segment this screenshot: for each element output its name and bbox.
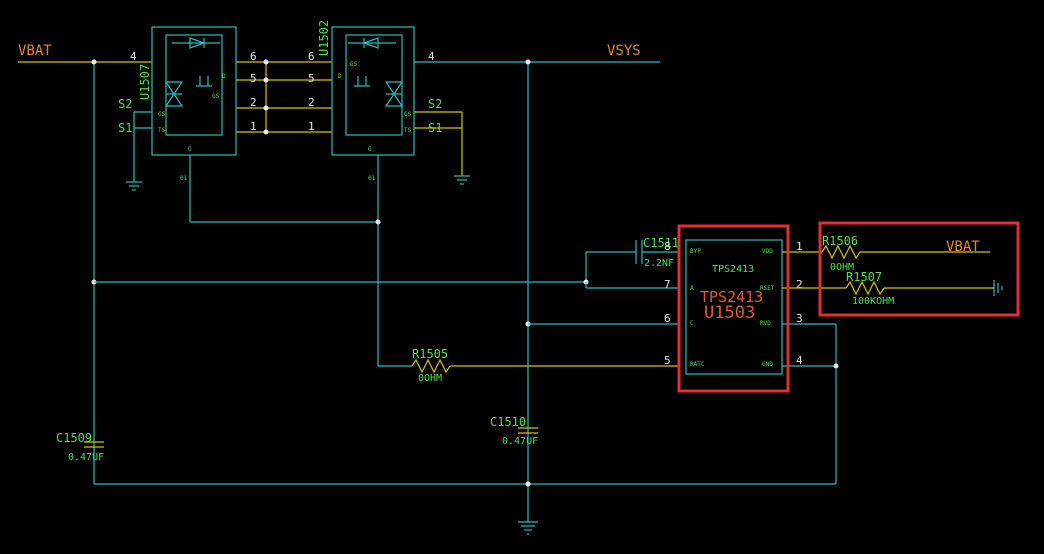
u1502-mosfet: GS GS TS G D U1502 xyxy=(317,20,415,156)
c1509-capacitor xyxy=(84,441,104,448)
c1510-capacitor xyxy=(518,427,538,434)
u1507-ref: U1507 xyxy=(138,64,152,100)
u1507-s1: S1 xyxy=(118,121,132,135)
u1502-ts-label: TS xyxy=(404,127,412,134)
r1505-ref: R1505 xyxy=(412,347,448,361)
r1506-ref: R1506 xyxy=(822,234,858,248)
c1511-capacitor xyxy=(635,240,680,264)
vsys-net-label: VSYS xyxy=(607,43,641,59)
u1507-pin2: 2 xyxy=(250,96,257,109)
r1507-resistor xyxy=(845,280,885,296)
u1507-d-label: D xyxy=(222,73,226,80)
u1503-pin8: 8 xyxy=(664,240,671,253)
u1503-ic xyxy=(685,239,783,375)
u1502-d-label: D xyxy=(338,73,342,80)
c1510-ref: C1510 xyxy=(490,415,526,429)
u1507-pin5: 5 xyxy=(250,72,257,85)
c1510-value: 0.47UF xyxy=(502,436,538,447)
u1503-ratc: RATC xyxy=(690,361,705,368)
u1507-gs-label: GS xyxy=(212,93,220,100)
r1506-value: 0OHM xyxy=(830,262,854,273)
u1503-pin5: 5 xyxy=(664,354,671,367)
u1502-pin2: 2 xyxy=(308,96,315,109)
vbat-net-label: VBAT xyxy=(18,43,52,59)
u1502-pin5: 5 xyxy=(308,72,315,85)
svg-text:01: 01 xyxy=(368,175,376,182)
c1509-value: 0.47UF xyxy=(68,452,104,463)
u1503-pin4: 4 xyxy=(796,354,803,367)
u1502-gs2-label: GS xyxy=(404,111,412,118)
u1503-gnd: GND xyxy=(762,361,773,368)
u1502-pin6: 6 xyxy=(308,50,315,63)
u1507-pin4: 4 xyxy=(130,50,137,63)
u1503-vdd: VDD xyxy=(762,248,773,255)
r1507-ref: R1507 xyxy=(846,270,882,284)
u1503-pin1: 1 xyxy=(796,240,803,253)
u1507-mosfet: GS GS TS G D U1507 xyxy=(138,26,237,156)
u1503-pin2: 2 xyxy=(796,278,803,291)
u1503-pin6: 6 xyxy=(664,312,671,325)
u1503-a: A xyxy=(690,285,694,292)
svg-text:01: 01 xyxy=(180,175,188,182)
u1507-ts-label: TS xyxy=(158,127,166,134)
c1511-ref: C1511 xyxy=(643,236,679,250)
u1502-pin4: 4 xyxy=(428,50,435,63)
u1502-gs-label: GS xyxy=(350,61,358,68)
u1507-pin6: 6 xyxy=(250,50,257,63)
u1502-ref: U1502 xyxy=(317,20,331,56)
r1506-resistor xyxy=(821,244,861,260)
u1503-byp: BYP xyxy=(690,248,701,255)
output-highlight-box xyxy=(818,221,1020,317)
u1503-ref: U1503 xyxy=(704,303,755,323)
u1503-highlight-box xyxy=(677,224,790,393)
r1505-resistor xyxy=(411,358,451,374)
u1503-pin3: 3 xyxy=(796,312,803,325)
u1507-gs2-label: GS xyxy=(158,111,166,118)
r1507-value: 100KOHM xyxy=(852,296,894,307)
u1503-rvd: RVD xyxy=(760,320,771,327)
vbat-right-label: VBAT xyxy=(946,239,980,255)
u1503-pin7: 7 xyxy=(664,278,671,291)
u1502-s2: S2 xyxy=(428,97,442,111)
u1502-g-label: G xyxy=(368,146,372,153)
u1507-s2: S2 xyxy=(118,97,132,111)
u1503-rset: RSET xyxy=(760,285,775,292)
u1503-part: TPS2413 xyxy=(700,288,763,306)
u1503-part-small: TPS2413 xyxy=(712,264,754,275)
u1507-g-label: G xyxy=(188,146,192,153)
u1503-c: C xyxy=(690,320,694,327)
c1511-value: 2.2NF xyxy=(644,258,674,269)
u1507-pin1: 1 xyxy=(250,120,257,133)
c1509-ref: C1509 xyxy=(56,431,92,445)
r1505-value: 0OHM xyxy=(418,373,442,384)
u1502-pin1: 1 xyxy=(308,120,315,133)
